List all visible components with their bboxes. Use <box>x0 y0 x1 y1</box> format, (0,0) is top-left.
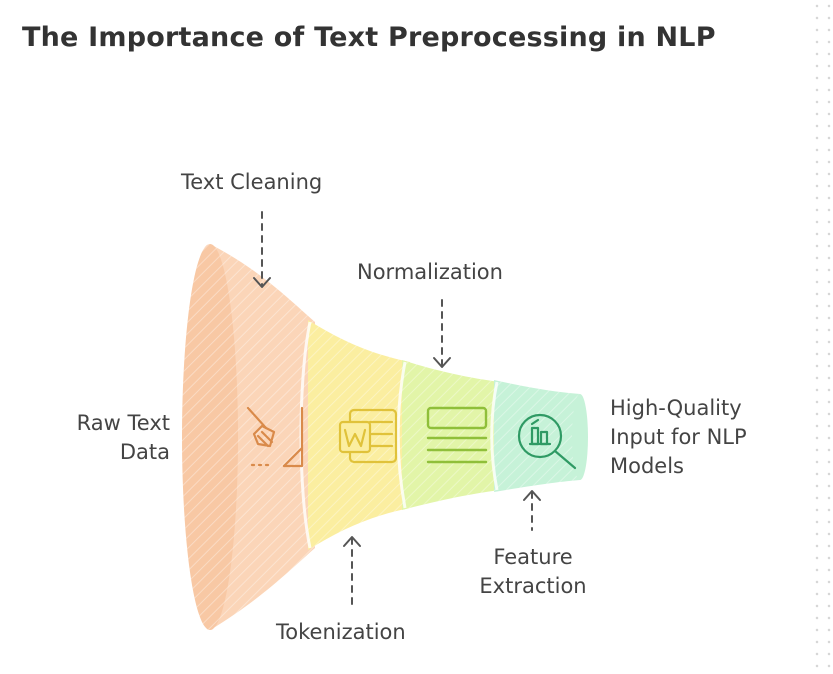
callout-normalization: Normalization <box>357 260 503 284</box>
feature-extraction-arrow <box>523 490 541 531</box>
output-label-line-3: Models <box>610 454 684 478</box>
output-label-line-1: High-Quality <box>610 396 742 420</box>
word-document-icon <box>338 408 398 464</box>
output-label-line-2: Input for NLP <box>610 425 747 449</box>
input-label-line-2: Data <box>119 440 170 464</box>
normalization-arrow <box>433 299 451 368</box>
text-cleaning-arrow <box>253 211 271 288</box>
input-label-line-1: Raw Text <box>76 411 170 435</box>
dotted-grid-background <box>811 0 833 674</box>
callout-feature-extraction-line-1: Feature <box>493 545 573 569</box>
tokenization-arrow <box>343 536 361 607</box>
page-title: The Importance of Text Preprocessing in … <box>22 22 716 53</box>
callout-feature-extraction-line-2: Extraction <box>479 574 587 598</box>
data-search-icon <box>517 413 577 470</box>
callout-text-cleaning: Text Cleaning <box>181 170 323 194</box>
funnel-segment-text-cleaning <box>210 244 315 630</box>
funnel-segment-normalization <box>402 360 500 510</box>
callout-tokenization: Tokenization <box>276 620 406 644</box>
lines-list-icon <box>426 406 488 464</box>
input-label: Raw Text Data <box>58 409 170 467</box>
broom-icon <box>246 406 304 468</box>
callout-feature-extraction: Feature Extraction <box>470 543 596 601</box>
funnel-outlet-ellipse <box>572 394 588 480</box>
output-label: High-Quality Input for NLP Models <box>610 394 747 481</box>
